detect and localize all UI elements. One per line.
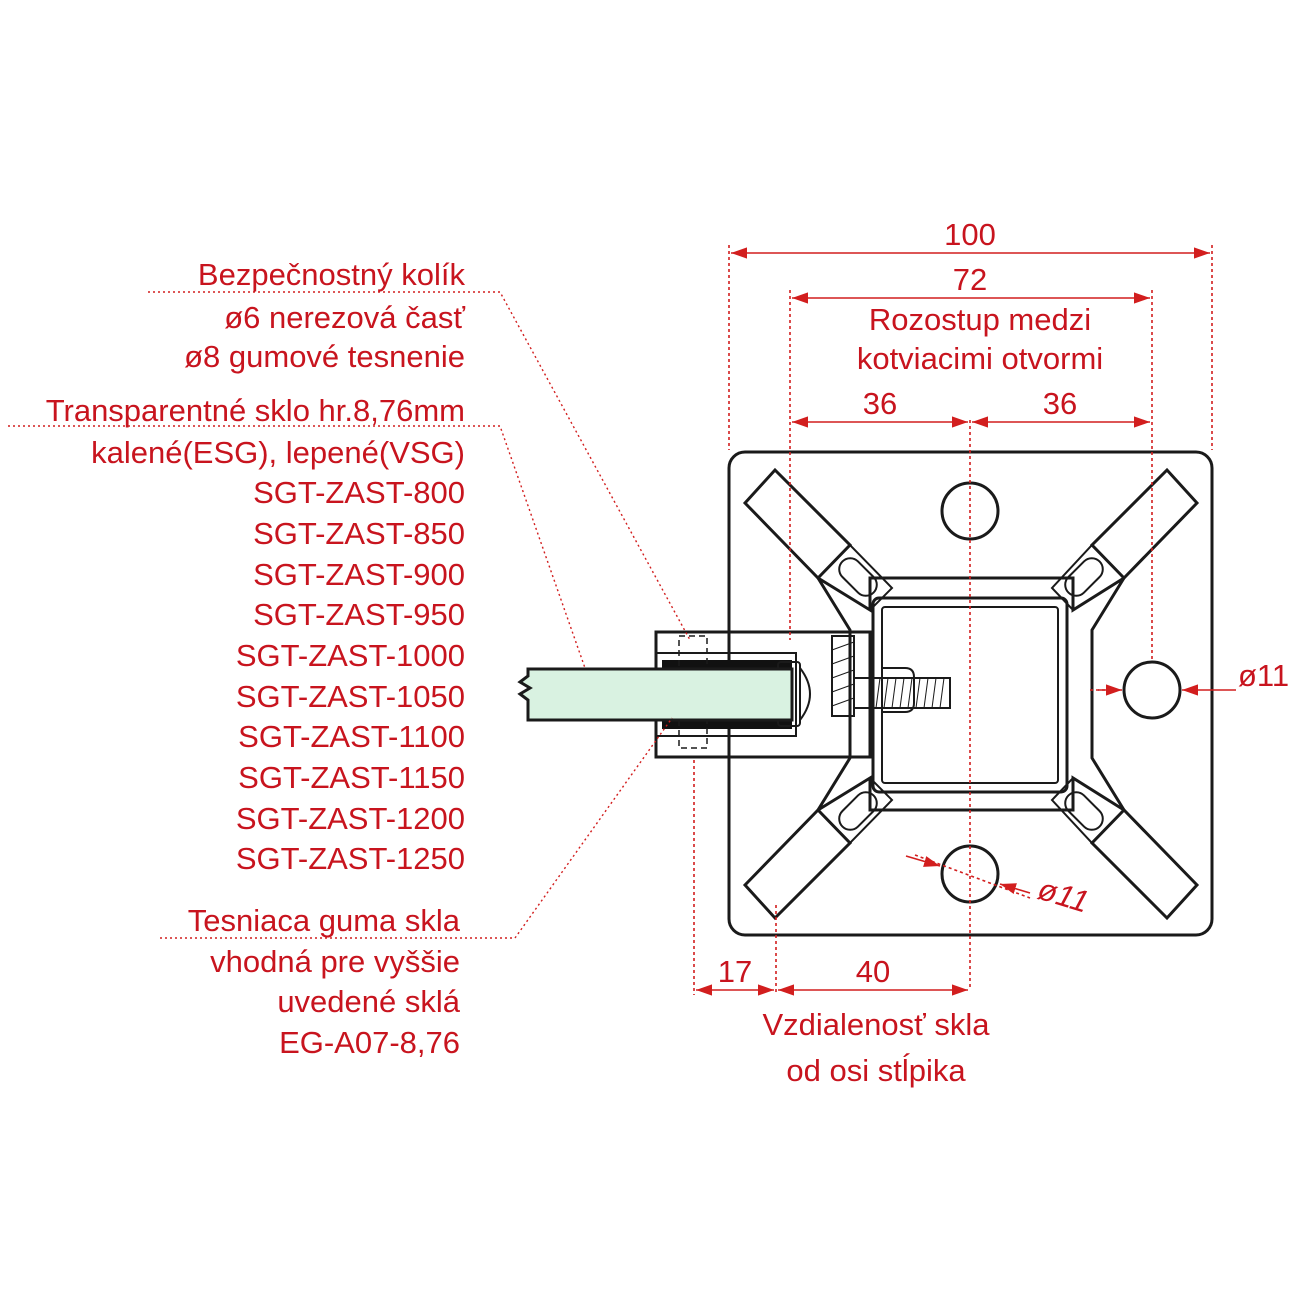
threaded-bolt: [853, 677, 951, 709]
dim-hole-diameter-right: ø11: [1238, 658, 1289, 693]
glass-pane: [517, 667, 794, 722]
product-code: SGT-ZAST-1100: [238, 719, 465, 754]
product-code: SGT-ZAST-1250: [236, 841, 465, 876]
gasket-callout: Tesniaca guma skla vhodná pre vyššie uve…: [188, 903, 461, 1060]
dim-overall-width: 100: [944, 217, 996, 252]
gasket-label-line2: vhodná pre vyššie: [210, 944, 460, 979]
pin-label-line2: ø6 nerezová časť: [224, 300, 465, 335]
spacing-label-line2: kotviacimi otvormi: [857, 341, 1103, 376]
dim-hole-spacing: 72: [953, 262, 987, 297]
product-code: SGT-ZAST-1000: [236, 638, 465, 673]
product-code: SGT-ZAST-1150: [238, 760, 465, 795]
glass-callout: Transparentné sklo hr.8,76mm kalené(ESG)…: [46, 393, 465, 470]
dim-half-right: 36: [1043, 386, 1077, 421]
dimension-lines: [693, 245, 1236, 996]
center-axes: [914, 420, 1120, 990]
product-code: SGT-ZAST-850: [253, 516, 465, 551]
gasket-label-line1: Tesniaca guma skla: [188, 903, 461, 938]
product-code: SGT-ZAST-1200: [236, 801, 465, 836]
dim-half-left: 36: [863, 386, 897, 421]
distance-label-line2: od osi stĺpika: [786, 1052, 966, 1088]
slot-holes: [838, 557, 1104, 831]
glass-gasket: [662, 660, 792, 669]
glass-label-line1: Transparentné sklo hr.8,76mm: [46, 393, 465, 428]
product-code: SGT-ZAST-1050: [236, 679, 465, 714]
dim-axis-distance: 40: [856, 954, 890, 989]
glass-clamp: [654, 630, 951, 759]
mounting-frame: [816, 576, 1126, 812]
gasket-label-line4: EG-A07-8,76: [279, 1025, 460, 1060]
anchor-hole-right: [1122, 660, 1182, 720]
spacing-label-line1: Rozostup medzi: [869, 302, 1091, 337]
pin-label-line1: Bezpečnostný kolík: [198, 257, 466, 292]
dim-hole-diameter-bottom: ø11: [1034, 871, 1093, 919]
dim-offset: 17: [718, 954, 752, 989]
glass-label-line2: kalené(ESG), lepené(VSG): [91, 435, 465, 470]
product-list: SGT-ZAST-800 SGT-ZAST-850 SGT-ZAST-900 S…: [236, 475, 465, 876]
pin-label-line3: ø8 gumové tesnenie: [184, 339, 465, 374]
product-code: SGT-ZAST-900: [253, 557, 465, 592]
distance-label-line1: Vzdialenosť skla: [762, 1007, 990, 1042]
product-code: SGT-ZAST-950: [253, 597, 465, 632]
product-code: SGT-ZAST-800: [253, 475, 465, 510]
base-plate: [727, 450, 1214, 937]
gasket-label-line3: uvedené sklá: [277, 984, 460, 1019]
pin-callout: Bezpečnostný kolík ø6 nerezová časť ø8 g…: [184, 257, 465, 374]
leader-lines: [8, 291, 691, 939]
